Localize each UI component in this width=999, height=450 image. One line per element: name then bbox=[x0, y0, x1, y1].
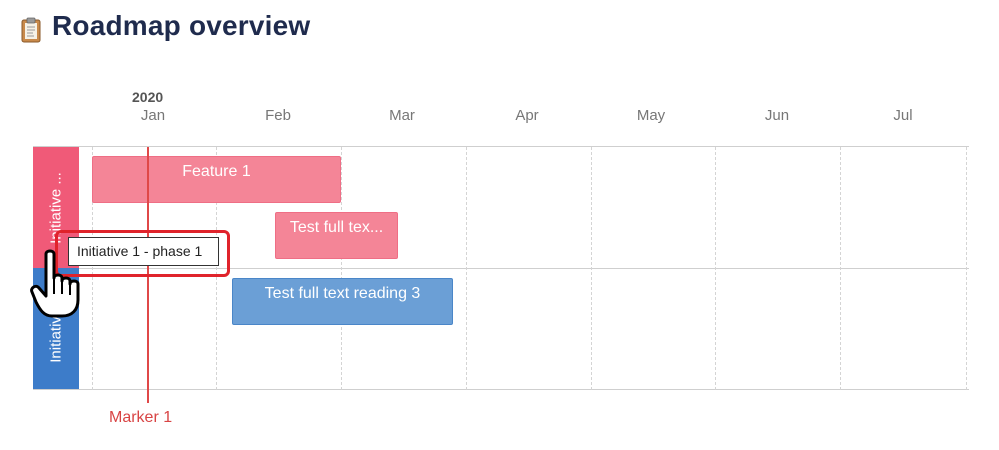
bar-label: Feature 1 bbox=[182, 163, 251, 180]
month-label-jun: Jun bbox=[764, 107, 790, 124]
tooltip: Initiative 1 - phase 1 bbox=[68, 237, 219, 266]
roadmap-bar-test-full-text[interactable]: Test full tex... bbox=[275, 212, 398, 259]
grid-line bbox=[840, 147, 841, 390]
grid-line bbox=[216, 147, 217, 390]
roadmap-bar-test-full-text-reading-3[interactable]: Test full text reading 3 bbox=[232, 278, 453, 325]
month-label-jan: Jan bbox=[140, 107, 166, 124]
month-label-may: May bbox=[636, 107, 666, 124]
timeline-year: 2020 bbox=[132, 89, 164, 105]
timeline-bottom-border bbox=[33, 389, 969, 390]
grid-line bbox=[966, 147, 967, 390]
marker-label: Marker 1 bbox=[109, 409, 173, 426]
hand-pointer-icon bbox=[30, 249, 80, 318]
month-label-jul: Jul bbox=[893, 107, 913, 124]
lane-divider bbox=[33, 268, 969, 269]
month-label-apr: Apr bbox=[515, 107, 539, 124]
grid-line bbox=[466, 147, 467, 390]
grid-line bbox=[591, 147, 592, 390]
month-label-feb: Feb bbox=[265, 107, 291, 124]
grid-line bbox=[715, 147, 716, 390]
clipboard-icon bbox=[21, 17, 41, 43]
month-label-mar: Mar bbox=[389, 107, 415, 124]
grid-line bbox=[92, 147, 93, 390]
bar-label: Test full tex... bbox=[289, 219, 384, 236]
tooltip-highlight-frame bbox=[55, 230, 230, 277]
page-title: Roadmap overview bbox=[52, 10, 311, 41]
bar-label: Test full text reading 3 bbox=[264, 285, 421, 302]
roadmap-bar-feature-1[interactable]: Feature 1 bbox=[92, 156, 341, 203]
grid-line bbox=[341, 147, 342, 390]
timeline-top-border bbox=[33, 146, 969, 147]
